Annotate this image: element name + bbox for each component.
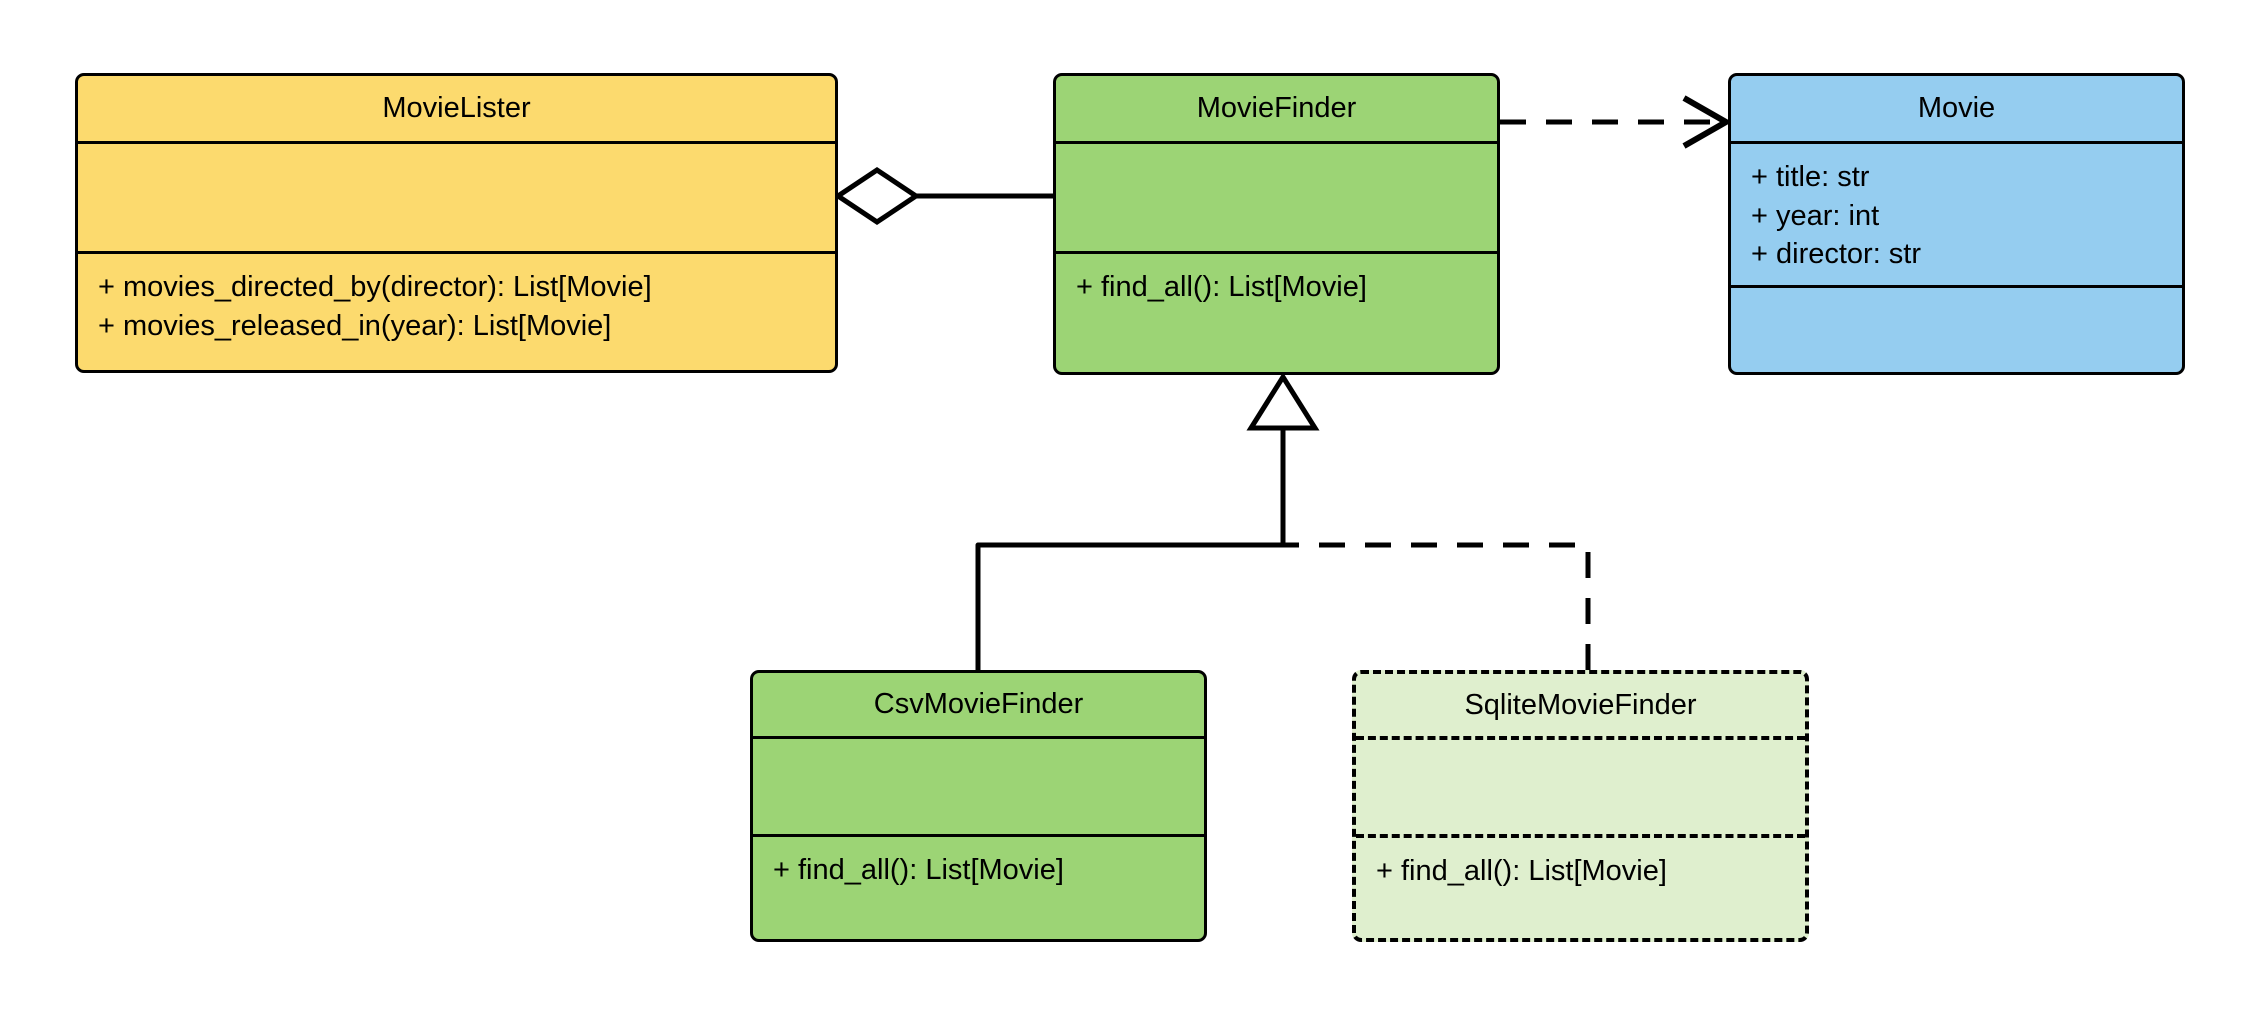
class-attributes-csv-movie-finder	[753, 739, 1204, 837]
class-methods-csv-movie-finder: + find_all(): List[Movie]	[753, 837, 1204, 900]
class-name-movie-lister: MovieLister	[78, 76, 835, 144]
generalization-line-sqlite	[1283, 542, 1591, 670]
class-methods-movie	[1731, 288, 2182, 312]
relationship-generalization-sqlite-finder	[1283, 542, 1591, 670]
method-line: + find_all(): List[Movie]	[773, 854, 1064, 886]
class-name-csv-movie-finder: CsvMovieFinder	[753, 673, 1204, 739]
class-attributes-sqlite-movie-finder	[1356, 740, 1805, 838]
class-box-movie[interactable]: Movie + title: str + year: int + directo…	[1728, 73, 2185, 375]
method-line: + find_all(): List[Movie]	[1376, 855, 1667, 887]
attribute-line: + director: str	[1751, 238, 1922, 271]
relationship-generalization-csv-finder	[975, 424, 1286, 670]
class-methods-movie-finder: + find_all(): List[Movie]	[1056, 254, 1497, 317]
class-methods-movie-lister: + movies_directed_by(director): List[Mov…	[78, 254, 835, 355]
class-box-csv-movie-finder[interactable]: CsvMovieFinder + find_all(): List[Movie]	[750, 670, 1207, 942]
method-line: + movies_released_in(year): List[Movie]	[98, 309, 612, 342]
open-arrow-marker	[1682, 95, 1733, 149]
class-box-sqlite-movie-finder[interactable]: SqliteMovieFinder + find_all(): List[Mov…	[1352, 670, 1809, 942]
hollow-triangle-marker	[1246, 372, 1320, 431]
relationship-dependency-finder-movie	[1500, 95, 1733, 149]
class-box-movie-lister[interactable]: MovieLister + movies_directed_by(directo…	[75, 73, 838, 373]
generalization-line-csv	[975, 424, 1286, 670]
class-name-sqlite-movie-finder: SqliteMovieFinder	[1356, 674, 1805, 740]
hollow-diamond-marker	[833, 166, 921, 226]
class-attributes-movie-lister	[78, 144, 835, 254]
method-line: + movies_directed_by(director): List[Mov…	[98, 271, 652, 303]
class-attributes-movie: + title: str + year: int + director: str	[1731, 144, 2182, 288]
class-methods-sqlite-movie-finder: + find_all(): List[Movie]	[1356, 838, 1805, 901]
class-attributes-movie-finder	[1056, 144, 1497, 254]
attribute-line: + year: int	[1751, 199, 1880, 232]
class-box-movie-finder[interactable]: MovieFinder + find_all(): List[Movie]	[1053, 73, 1500, 375]
relationship-aggregation-lister-finder	[833, 166, 1053, 226]
method-line: + find_all(): List[Movie]	[1076, 271, 1367, 303]
attribute-line: + title: str	[1751, 161, 1870, 193]
class-name-movie: Movie	[1731, 76, 2182, 144]
class-name-movie-finder: MovieFinder	[1056, 76, 1497, 144]
